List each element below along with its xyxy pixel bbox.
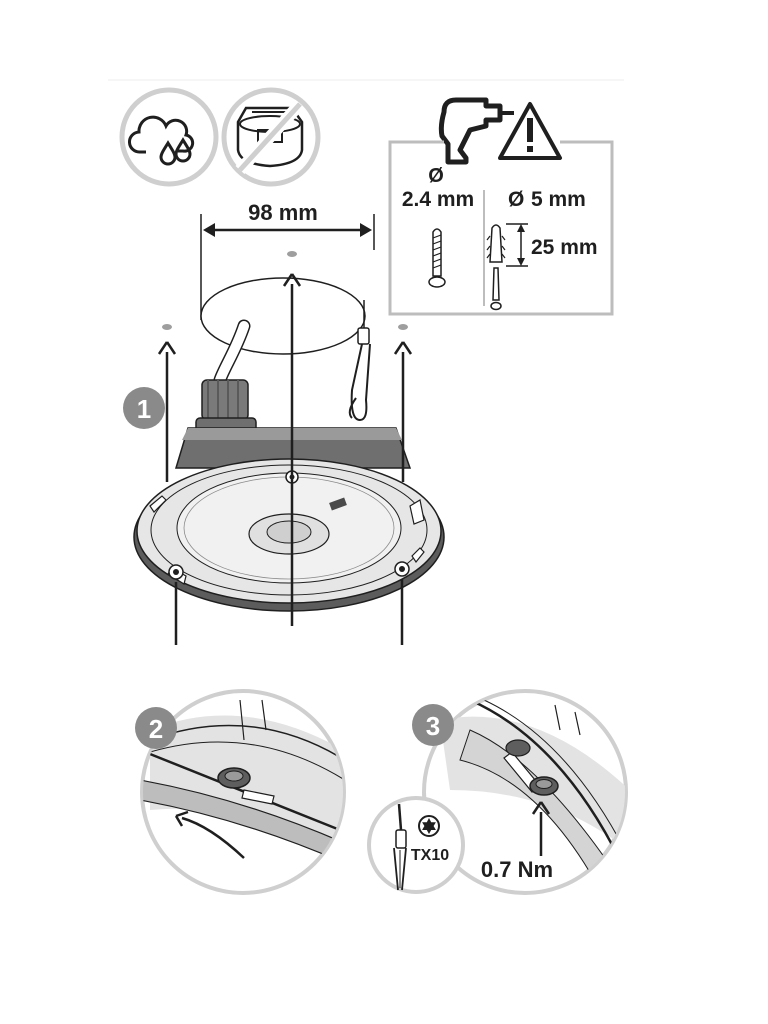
step-2-number: 2 bbox=[149, 714, 163, 744]
ceiling-hole-right bbox=[398, 324, 408, 330]
cloud-rain-icon bbox=[119, 87, 219, 187]
screw-insertion-arrows bbox=[157, 273, 413, 645]
no-adapter-icon bbox=[221, 87, 321, 187]
camera-mounting-base bbox=[133, 427, 445, 612]
drill-icon bbox=[438, 97, 514, 165]
step-1-number: 1 bbox=[137, 394, 151, 424]
cable bbox=[215, 321, 249, 385]
small-hole-diameter-symbol: Ø bbox=[428, 165, 444, 187]
warning-triangle-icon bbox=[498, 102, 562, 160]
screwdriver-inset: TX10 bbox=[367, 796, 465, 894]
torque-label: 0.7 Nm bbox=[481, 857, 553, 882]
cable-opening bbox=[200, 277, 366, 355]
screw-small bbox=[428, 228, 446, 288]
safety-cord bbox=[348, 300, 371, 422]
bit-label: TX10 bbox=[411, 847, 449, 864]
torx-star-icon bbox=[418, 815, 440, 837]
drill-spec-panel: Ø 2.4 mm Ø 5 mm 25 mm bbox=[388, 140, 614, 316]
step-1-badge: 1 bbox=[123, 387, 165, 429]
step-3-badge: 3 bbox=[412, 704, 454, 746]
distance-dimension: 98 mm bbox=[200, 200, 375, 320]
step-2-badge: 2 bbox=[135, 707, 177, 749]
large-hole-diameter-symbol: Ø bbox=[508, 188, 524, 211]
ceiling-hole-center bbox=[287, 251, 297, 257]
ceiling-hole-left bbox=[162, 324, 172, 330]
rotation-arrow bbox=[181, 816, 245, 859]
step-3-number: 3 bbox=[426, 711, 440, 741]
large-hole-diameter-label: 5 mm bbox=[531, 188, 586, 211]
step-2-detail bbox=[140, 689, 346, 895]
distance-label: 98 mm bbox=[248, 200, 318, 225]
screwdriver-icon bbox=[393, 803, 407, 891]
screw-large bbox=[490, 267, 502, 311]
small-hole-diameter-label: 2.4 mm bbox=[402, 188, 474, 211]
anchor-depth-label: 25 mm bbox=[531, 236, 598, 259]
wall-plug bbox=[486, 224, 506, 263]
step-3-detail: 0.7 Nm bbox=[422, 689, 628, 895]
